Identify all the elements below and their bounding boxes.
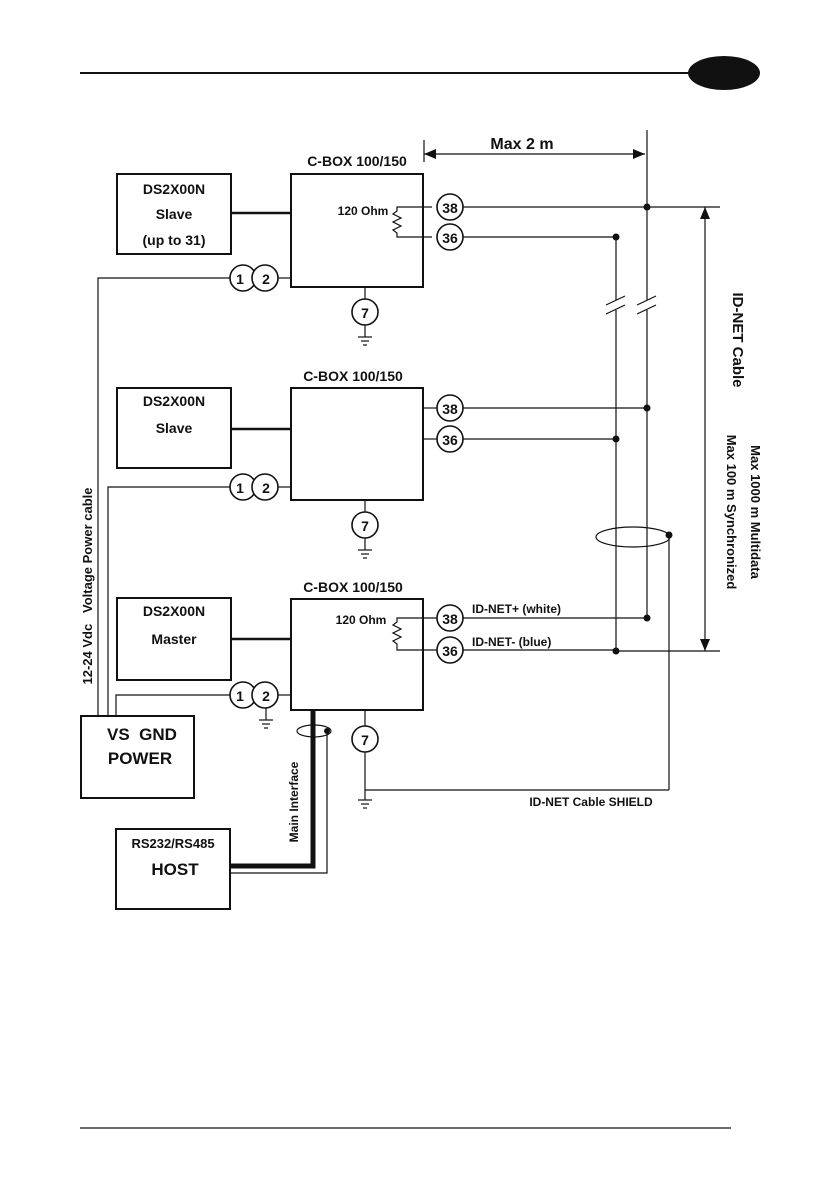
junction-dot (612, 435, 620, 443)
host-box (115, 828, 231, 910)
terminal-1-label: 1 (236, 688, 244, 704)
power-terminals-label: VS GND (107, 725, 177, 744)
break-mark (636, 295, 657, 306)
cbox-middle (290, 387, 424, 501)
master-role: Master (151, 631, 197, 647)
junction-dot (643, 203, 651, 211)
master-device-box (116, 597, 232, 681)
slave-role: Slave (156, 206, 193, 222)
terminal-38-label: 38 (442, 200, 458, 216)
terminal-7-label: 7 (361, 305, 369, 321)
power-label: POWER (108, 749, 172, 768)
terminal-2-label: 2 (262, 271, 270, 287)
terminal-36-label: 36 (442, 643, 458, 659)
id-net-plus-label: ID-NET+ (white) (472, 602, 561, 616)
termination-resistor (391, 206, 432, 238)
junction-dot (324, 728, 330, 734)
terminal-36-label: 36 (442, 230, 458, 246)
terminal-38-label: 38 (442, 611, 458, 627)
break-mark (605, 304, 626, 315)
terminal-2 (251, 473, 279, 501)
max-synchronized-label: Max 100 m Synchronized (724, 435, 739, 590)
main-interface-cable (230, 710, 316, 869)
junction-dot (612, 647, 620, 655)
vs-power-wire (107, 486, 230, 716)
terminal-2-label: 2 (262, 688, 270, 704)
main-interface-label: Main Interface (287, 761, 301, 842)
host-label: HOST (151, 860, 199, 879)
terminal-7-label: 7 (361, 518, 369, 534)
cbox-bottom-title: C-BOX 100/150 (303, 579, 403, 595)
vs-power-wire (97, 277, 230, 716)
power-cable-label: 12-24 Vdc Voltage Power cable (80, 487, 95, 684)
junction-dot (643, 404, 651, 412)
cable-break-gap (605, 300, 655, 310)
junction-dot (612, 233, 620, 241)
dim-arrow-down (700, 639, 710, 651)
terminal-2 (251, 681, 279, 709)
terminal-36-label: 36 (442, 432, 458, 448)
master-model: DS2X00N (143, 603, 205, 619)
cbox-top-title: C-BOX 100/150 (307, 153, 407, 169)
resistor-label: 120 Ohm (338, 204, 389, 218)
break-mark (605, 295, 626, 306)
interface-shield-loop (296, 724, 332, 738)
max-distance-label: Max 2 m (490, 136, 553, 153)
chapter-tab (688, 56, 760, 90)
id-net-minus-label: ID-NET- (blue) (472, 635, 551, 649)
terminal-2 (251, 264, 279, 292)
shield-loop (595, 526, 671, 548)
terminal-1-label: 1 (236, 480, 244, 496)
termination-resistor (391, 617, 437, 651)
host-interface-label: RS232/RS485 (131, 836, 214, 851)
slave-count-note: (up to 31) (143, 232, 206, 248)
break-mark (636, 304, 657, 315)
resistor-label: 120 Ohm (336, 613, 387, 627)
terminal-1-label: 1 (236, 271, 244, 287)
dim-arrow-left (424, 149, 436, 159)
junction-dot (643, 614, 651, 622)
cbox-top (290, 173, 424, 288)
terminal-38-label: 38 (442, 401, 458, 417)
vs-power-wire (115, 694, 230, 716)
slave-model: DS2X00N (143, 181, 205, 197)
terminal-2-label: 2 (262, 480, 270, 496)
id-net-cable-label: ID-NET Cable (729, 292, 746, 387)
slave-device-box (116, 387, 232, 469)
dim-arrow-up (700, 207, 710, 219)
slave-device-box (116, 173, 232, 255)
power-supply-box (80, 715, 195, 799)
main-interface-shield-wire (230, 730, 328, 874)
slave-role: Slave (156, 420, 193, 436)
terminal-7-label: 7 (361, 732, 369, 748)
dim-arrow-right (633, 149, 645, 159)
cbox-middle-title: C-BOX 100/150 (303, 368, 403, 384)
slave-model: DS2X00N (143, 393, 205, 409)
max-multidata-label: Max 1000 m Multidata (748, 445, 763, 579)
shield-label: ID-NET Cable SHIELD (529, 795, 653, 809)
